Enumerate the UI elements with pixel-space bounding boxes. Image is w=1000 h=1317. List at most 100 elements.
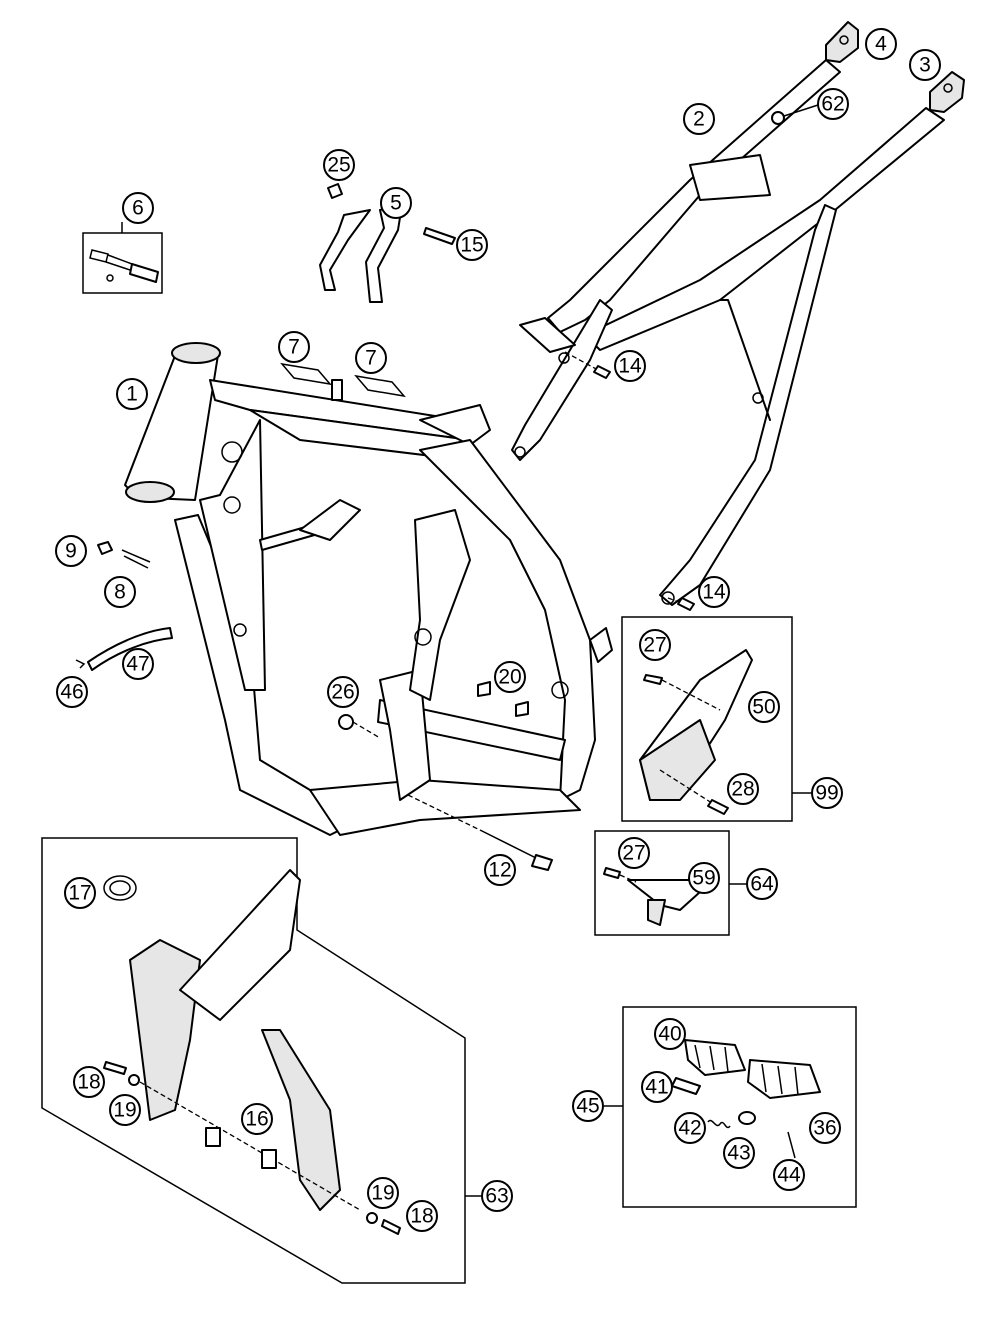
screw-8 [121, 549, 151, 569]
tube-cap-4 [825, 21, 859, 63]
decal-7-right [354, 374, 406, 398]
bolt-14-upper [564, 351, 611, 379]
callout-25: 25 [323, 149, 355, 181]
callout-64: 64 [746, 868, 778, 900]
callout-4: 4 [865, 28, 897, 60]
bolt-14-lower [667, 597, 695, 611]
svg-text:7: 7 [288, 336, 300, 359]
group-box-6 [82, 222, 163, 294]
svg-text:19: 19 [371, 1182, 394, 1205]
callout-20: 20 [494, 661, 526, 693]
callout-44: 44 [773, 1159, 805, 1191]
engine-plate-5 [319, 204, 403, 303]
nut-9 [97, 541, 113, 555]
svg-text:1: 1 [126, 383, 138, 406]
callout-59: 59 [688, 862, 720, 894]
svg-text:41: 41 [645, 1076, 668, 1099]
svg-text:28: 28 [731, 778, 754, 801]
svg-text:44: 44 [777, 1164, 801, 1187]
svg-text:2: 2 [693, 108, 705, 131]
callout-62: 62 [817, 88, 849, 120]
callout-17: 17 [64, 877, 96, 909]
footpeg-left-40 [684, 1039, 746, 1076]
callout-2: 2 [683, 103, 715, 135]
callout-5: 5 [380, 187, 412, 219]
callout-99: 99 [811, 777, 843, 809]
footpeg-right-36 [747, 1059, 821, 1099]
svg-text:63: 63 [485, 1185, 508, 1208]
svg-text:8: 8 [114, 581, 126, 604]
clip-46 [75, 659, 86, 669]
svg-text:3: 3 [919, 54, 931, 77]
svg-text:14: 14 [702, 581, 726, 604]
callout-18-right: 18 [406, 1200, 438, 1232]
group-box-45 [604, 1006, 857, 1208]
footpeg-hardware [671, 1077, 796, 1159]
svg-text:19: 19 [113, 1099, 136, 1122]
svg-text:42: 42 [678, 1117, 701, 1140]
hose-47 [87, 627, 173, 671]
svg-text:18: 18 [77, 1071, 100, 1094]
callout-15: 15 [456, 229, 488, 261]
fasteners-18-19-16 [103, 1061, 401, 1235]
decal-7-left [280, 362, 332, 386]
callout-8: 8 [104, 576, 136, 608]
bolt-12 [407, 794, 553, 871]
svg-text:36: 36 [813, 1117, 836, 1140]
svg-text:40: 40 [658, 1023, 681, 1046]
svg-text:7: 7 [365, 347, 377, 370]
callout-43: 43 [723, 1137, 755, 1169]
main-frame [124, 342, 613, 836]
group-box-64 [594, 830, 747, 936]
callout-45: 45 [572, 1090, 604, 1122]
callout-16: 16 [241, 1103, 273, 1135]
callout-19-right: 19 [367, 1177, 399, 1209]
svg-text:26: 26 [331, 681, 354, 704]
callout-36: 36 [809, 1112, 841, 1144]
bolts-20 [477, 681, 529, 717]
callout-1: 1 [116, 378, 148, 410]
svg-text:18: 18 [410, 1205, 433, 1228]
nut-26 [338, 714, 381, 739]
svg-text:62: 62 [821, 93, 844, 116]
frame-protector-63 [129, 869, 341, 1211]
callout-18-left: 18 [73, 1066, 105, 1098]
callout-6: 6 [122, 192, 154, 224]
callout-27-upper: 27 [639, 629, 671, 661]
cable-tie-17 [103, 875, 137, 901]
chain-guide-99 [639, 649, 753, 815]
svg-text:9: 9 [65, 540, 77, 563]
callout-7-left: 7 [278, 331, 310, 363]
group-box-99 [621, 616, 812, 822]
callout-7-right: 7 [355, 342, 387, 374]
tube-cap-3 [929, 71, 965, 113]
bolt-62 [771, 104, 819, 125]
rear-subframe [511, 59, 945, 606]
callout-40: 40 [654, 1018, 686, 1050]
bolt-15 [423, 227, 456, 245]
callout-63: 63 [481, 1180, 513, 1212]
callout-26: 26 [327, 676, 359, 708]
svg-text:4: 4 [875, 33, 887, 56]
callout-3: 3 [909, 49, 941, 81]
callout-50: 50 [748, 691, 780, 723]
callout-12: 12 [484, 854, 516, 886]
svg-text:64: 64 [750, 873, 774, 896]
svg-text:16: 16 [245, 1108, 268, 1131]
svg-text:99: 99 [815, 782, 838, 805]
svg-text:27: 27 [622, 842, 645, 865]
callout-14-lower: 14 [698, 576, 730, 608]
svg-text:45: 45 [576, 1095, 599, 1118]
callout-14-upper: 14 [614, 350, 646, 382]
svg-text:17: 17 [68, 882, 91, 905]
callout-19-left: 19 [109, 1094, 141, 1126]
svg-text:27: 27 [643, 634, 666, 657]
svg-text:20: 20 [498, 666, 521, 689]
svg-text:14: 14 [618, 355, 642, 378]
svg-text:12: 12 [488, 859, 511, 882]
svg-text:43: 43 [727, 1142, 750, 1165]
group-box-63 [41, 837, 482, 1284]
svg-text:25: 25 [327, 154, 350, 177]
callout-28: 28 [727, 773, 759, 805]
callout-9: 9 [55, 535, 87, 567]
